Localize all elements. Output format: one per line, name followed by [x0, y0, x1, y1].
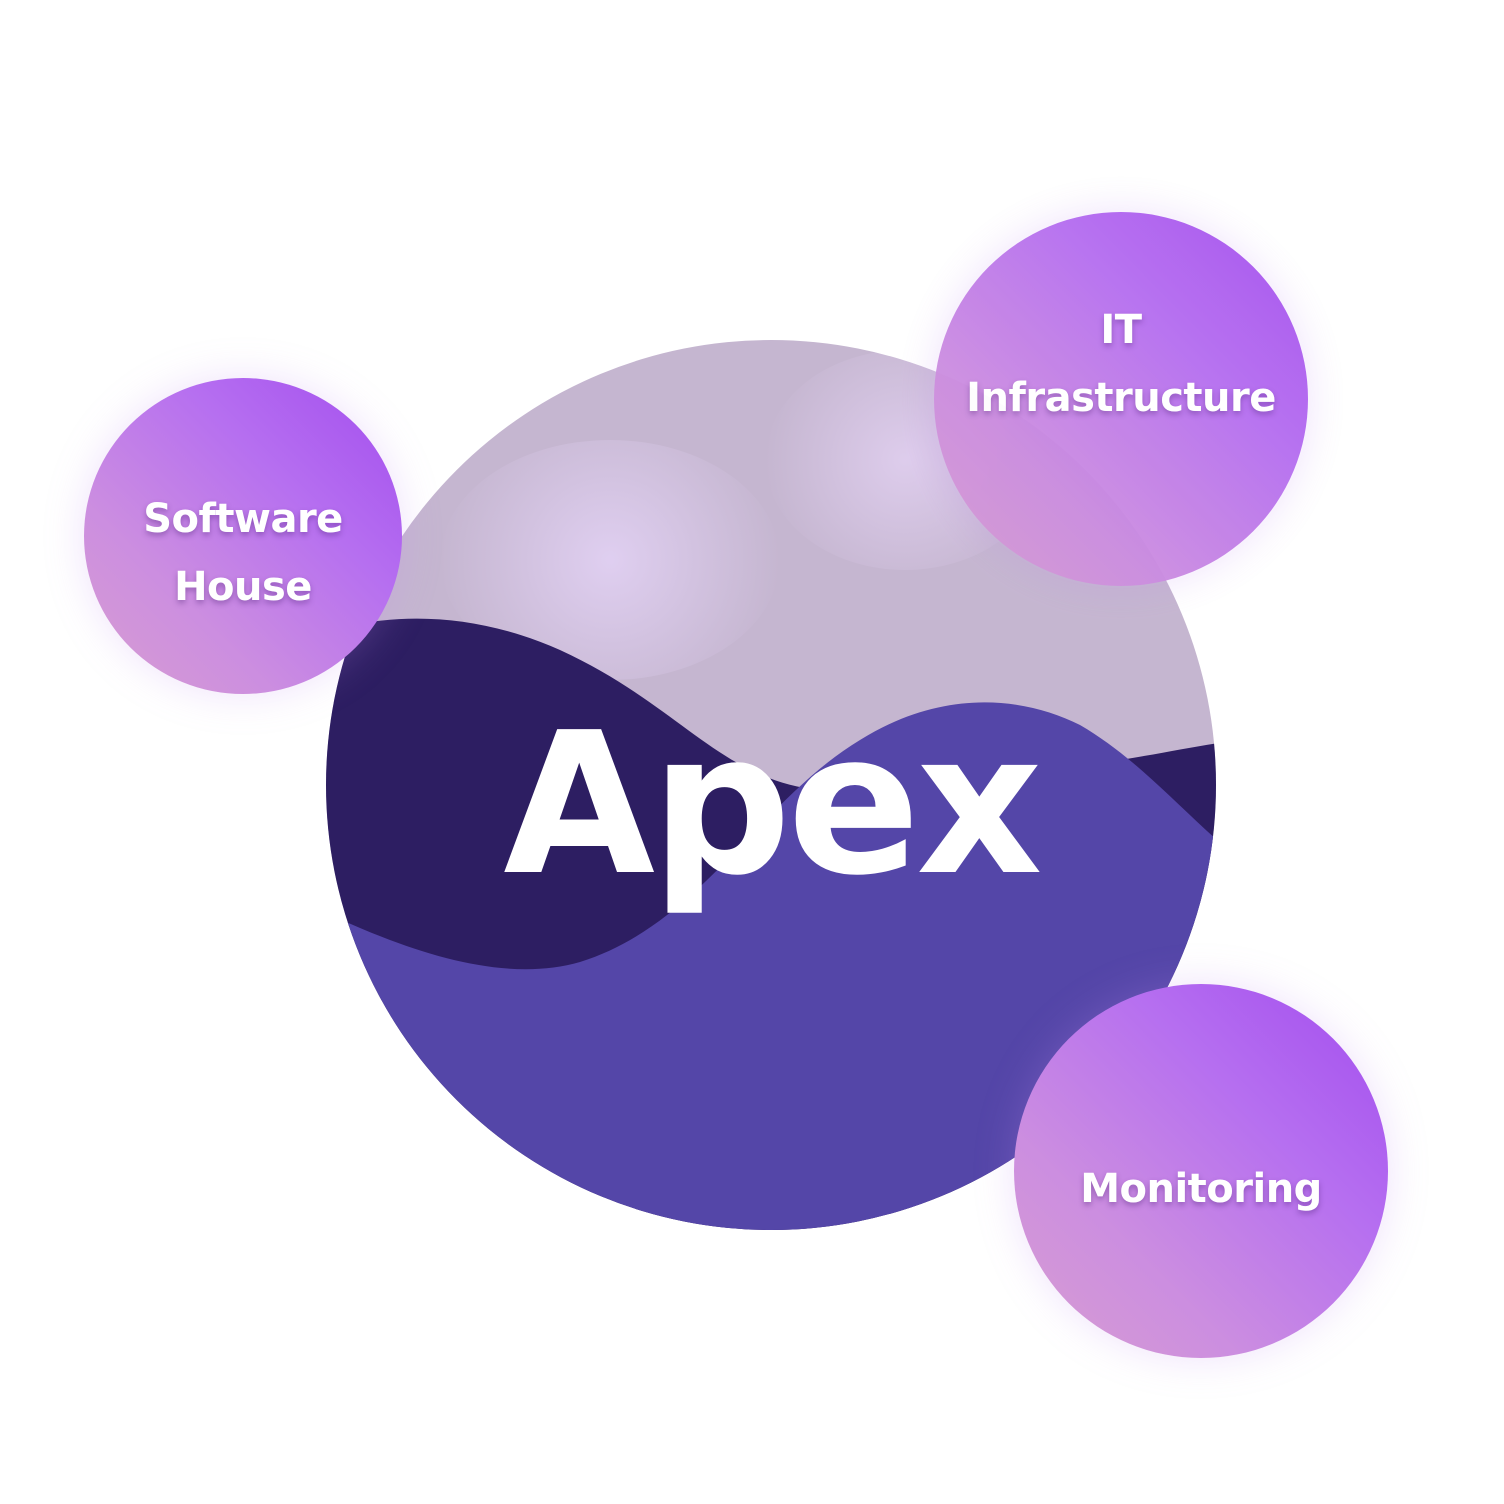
- apex-title: Apex: [503, 691, 1042, 919]
- node-label-line: Software: [143, 496, 343, 542]
- purple-wave: [326, 702, 1216, 1230]
- node-label-line: IT: [1100, 307, 1142, 353]
- node-label-line: Monitoring: [1080, 1166, 1322, 1212]
- node-monitoring: Monitoring: [1014, 984, 1388, 1358]
- node-software-house: Software House: [84, 378, 402, 694]
- node-label: Software House: [143, 485, 343, 621]
- node-label-line: House: [174, 564, 312, 610]
- node-it-infrastructure: IT Infrastructure: [934, 212, 1308, 586]
- node-label-line: Infrastructure: [966, 375, 1276, 421]
- node-label: IT Infrastructure: [966, 296, 1276, 432]
- node-label: Monitoring: [1080, 1155, 1322, 1223]
- sphere-highlight: [440, 440, 780, 680]
